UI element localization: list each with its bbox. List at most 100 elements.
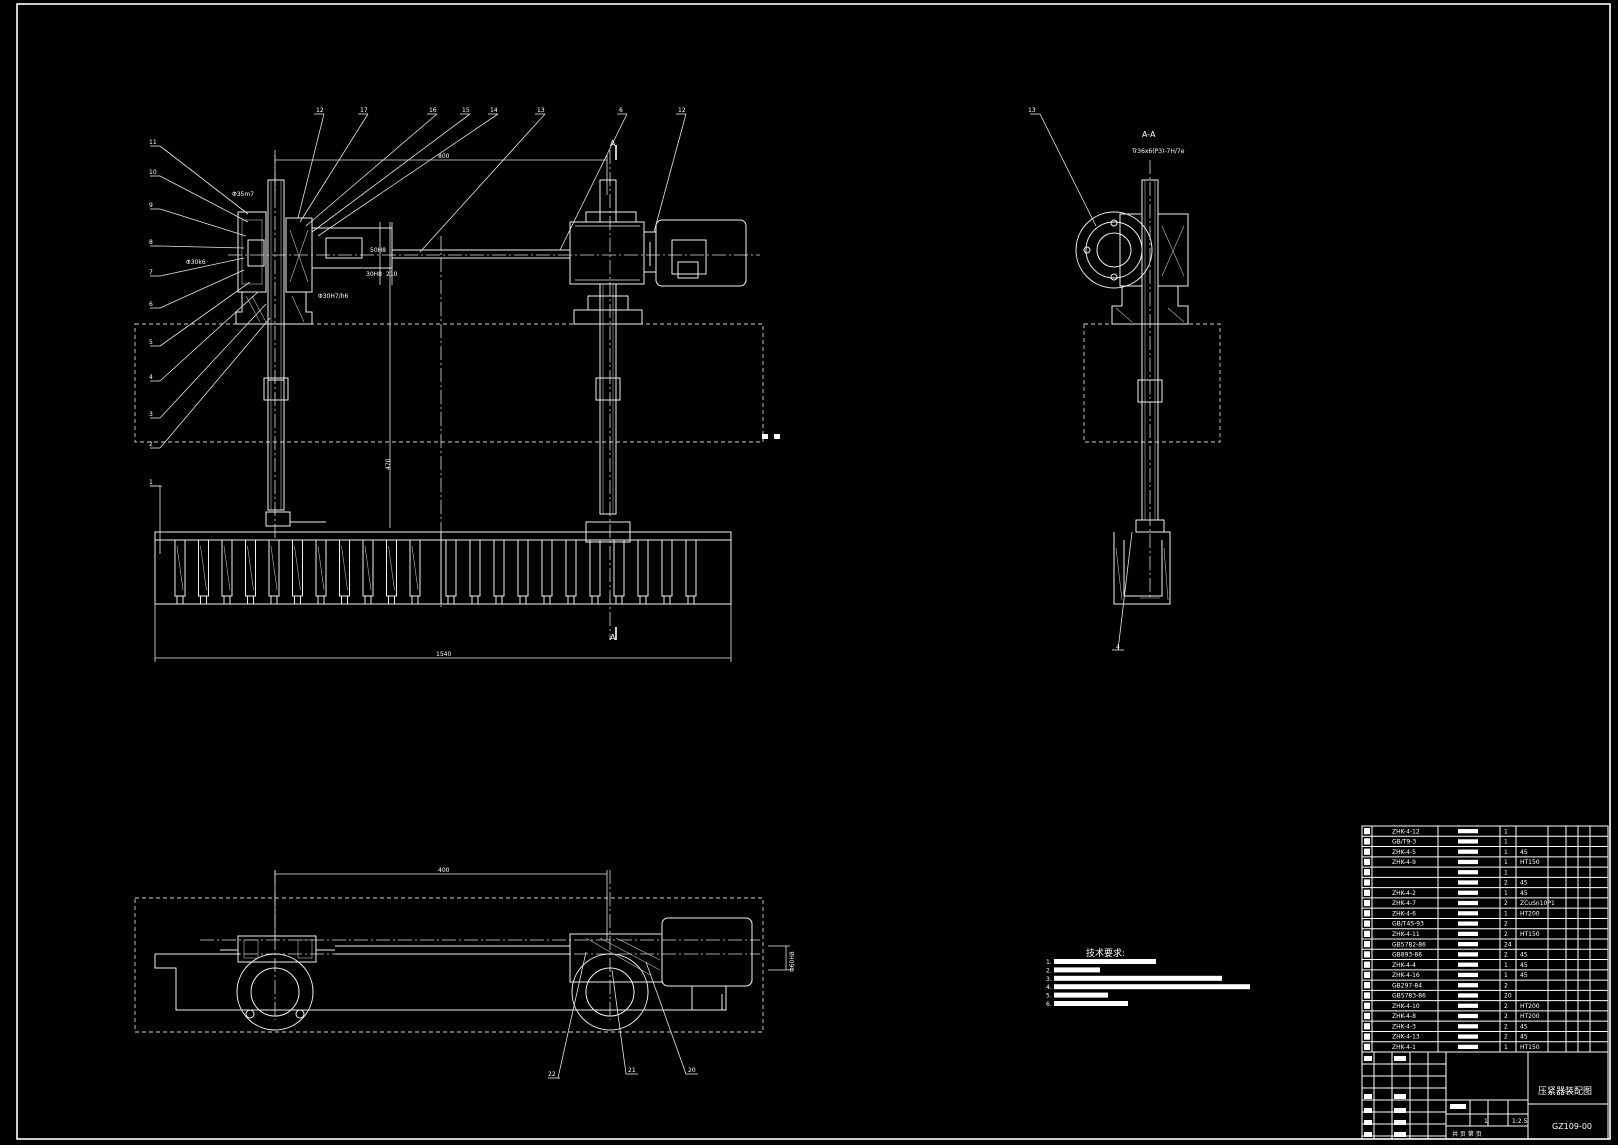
- base-channel: [154, 531, 732, 605]
- rib-hatch: [341, 545, 348, 591]
- part-code: GB/T9-3: [1392, 839, 1416, 846]
- part-name-bar: [1458, 859, 1478, 865]
- base-rib: [493, 539, 505, 597]
- row-index-mark: [1364, 920, 1370, 927]
- tech-req-text-bar: [1054, 975, 1222, 981]
- part-balloon: 1: [149, 479, 153, 486]
- part-balloon: 10: [149, 169, 157, 176]
- rib-foot: [543, 595, 551, 605]
- tech-req-number: 4.: [1046, 984, 1052, 991]
- rib-foot: [364, 595, 372, 605]
- base-rib: [685, 539, 697, 597]
- row-index-mark: [1364, 1033, 1370, 1040]
- rib-foot: [591, 595, 599, 605]
- part-material: 45: [1520, 962, 1528, 969]
- row-index-mark: [1364, 941, 1370, 948]
- part-qty: 2: [1504, 1034, 1508, 1041]
- rib-foot: [294, 595, 301, 605]
- part-qty: 24: [1504, 941, 1512, 948]
- part-balloon: 16: [429, 107, 437, 114]
- part-code: ZHK-4-1: [1392, 1044, 1416, 1051]
- side-view-a-a: A-A Tr36x6(P3)-7H/7e 13: [1028, 107, 1221, 651]
- tech-req-number: 1.: [1046, 959, 1052, 966]
- part-balloon: 9: [149, 202, 153, 209]
- part-material: HT150: [1520, 859, 1540, 866]
- leader-line: [159, 291, 259, 382]
- base-rib: [517, 539, 529, 597]
- tech-req-text-bar: [1054, 1001, 1128, 1006]
- part-balloon: 11: [149, 139, 157, 146]
- part-material: 45: [1520, 1023, 1528, 1030]
- drawing-number: GZ109-00: [1552, 1122, 1592, 1131]
- part-material: 45: [1520, 1034, 1528, 1041]
- rib-hatch: [294, 545, 301, 591]
- row-index-mark: [1364, 1023, 1370, 1030]
- sheet-border: [16, 3, 1611, 1140]
- part-balloon: 13: [537, 107, 545, 114]
- side-view-title: A-A: [1142, 130, 1156, 139]
- part-name-bar: [1458, 880, 1478, 885]
- part-name-bar: [1458, 921, 1478, 926]
- part-name-bar: [1458, 972, 1478, 978]
- part-qty: 2: [1504, 982, 1508, 989]
- dim-plan-right: Φ60H8: [789, 951, 796, 972]
- leader-line: [653, 113, 687, 233]
- dim-right-height: 470: [385, 458, 392, 470]
- leader-line: [317, 113, 499, 237]
- leader-line: [159, 269, 245, 309]
- row-index-mark: [1364, 930, 1370, 937]
- part-material: 45: [1520, 972, 1528, 979]
- technical-requirements: 技术要求: 1.2.3.4.5.6.: [1046, 947, 1250, 1008]
- tech-req-title: 技术要求:: [1086, 947, 1125, 959]
- front-view: A A 800 Φ35m7 50H8 30H8 210 Φ30H7/h6 Φ30: [134, 107, 780, 662]
- row-index-mark: [1364, 899, 1370, 907]
- leader-line: [305, 113, 438, 227]
- part-code: ZHK-4-11: [1392, 931, 1420, 938]
- part-qty: 1: [1504, 828, 1508, 835]
- row-index-mark: [1364, 858, 1370, 866]
- part-material: ZCuSn10P1: [1520, 900, 1555, 907]
- part-material: HT150: [1520, 1044, 1540, 1051]
- base-rib: [445, 539, 457, 597]
- part-material: HT200: [1520, 910, 1540, 917]
- part-balloon: 13: [1028, 107, 1036, 114]
- rib-foot: [388, 595, 395, 605]
- leader-line: [159, 303, 267, 419]
- tb-cell-mark: [1394, 1108, 1406, 1113]
- part-balloon: 12: [316, 107, 324, 114]
- part-code: ZHK-4-16: [1392, 972, 1420, 979]
- rib-foot: [223, 595, 231, 605]
- rib-hatch: [364, 545, 372, 591]
- drawing-scale: 1:2.5: [1512, 1118, 1528, 1125]
- part-qty: 1: [1504, 1044, 1508, 1051]
- part-name-bar: [1458, 993, 1478, 998]
- part-balloon: 15: [462, 107, 470, 114]
- tb-cell-mark: [1364, 1132, 1372, 1137]
- part-balloon: 3: [149, 411, 153, 418]
- part-material: HT200: [1520, 1013, 1540, 1020]
- part-code: GB/T45-93: [1392, 921, 1424, 928]
- part-balloon: 4: [149, 374, 153, 381]
- part-qty: 2: [1504, 880, 1508, 887]
- part-balloon: 6: [619, 107, 623, 114]
- fit-label: 50H8: [370, 247, 386, 254]
- tech-req-text-bar: [1054, 992, 1108, 998]
- rib-hatch: [388, 545, 395, 591]
- part-balloon: 7: [149, 269, 153, 276]
- part-name-bar: [1458, 1003, 1478, 1008]
- tb-cell-mark: [1394, 1056, 1406, 1061]
- part-code: ZHK-4-8: [1392, 1013, 1416, 1020]
- part-name-bar: [1458, 1044, 1478, 1049]
- tech-req-number: 6.: [1046, 1001, 1052, 1008]
- dim-base-length: 1540: [436, 651, 451, 658]
- tech-req-text-bar: [1054, 967, 1100, 973]
- part-qty: 2: [1504, 1003, 1508, 1010]
- part-code: GB893-86: [1392, 952, 1422, 959]
- part-code: ZHK-4-12: [1392, 828, 1420, 835]
- base-rib: [565, 539, 577, 597]
- leader-line: [159, 317, 271, 449]
- leader-line: [159, 257, 245, 277]
- part-balloon: 4: [1116, 644, 1120, 651]
